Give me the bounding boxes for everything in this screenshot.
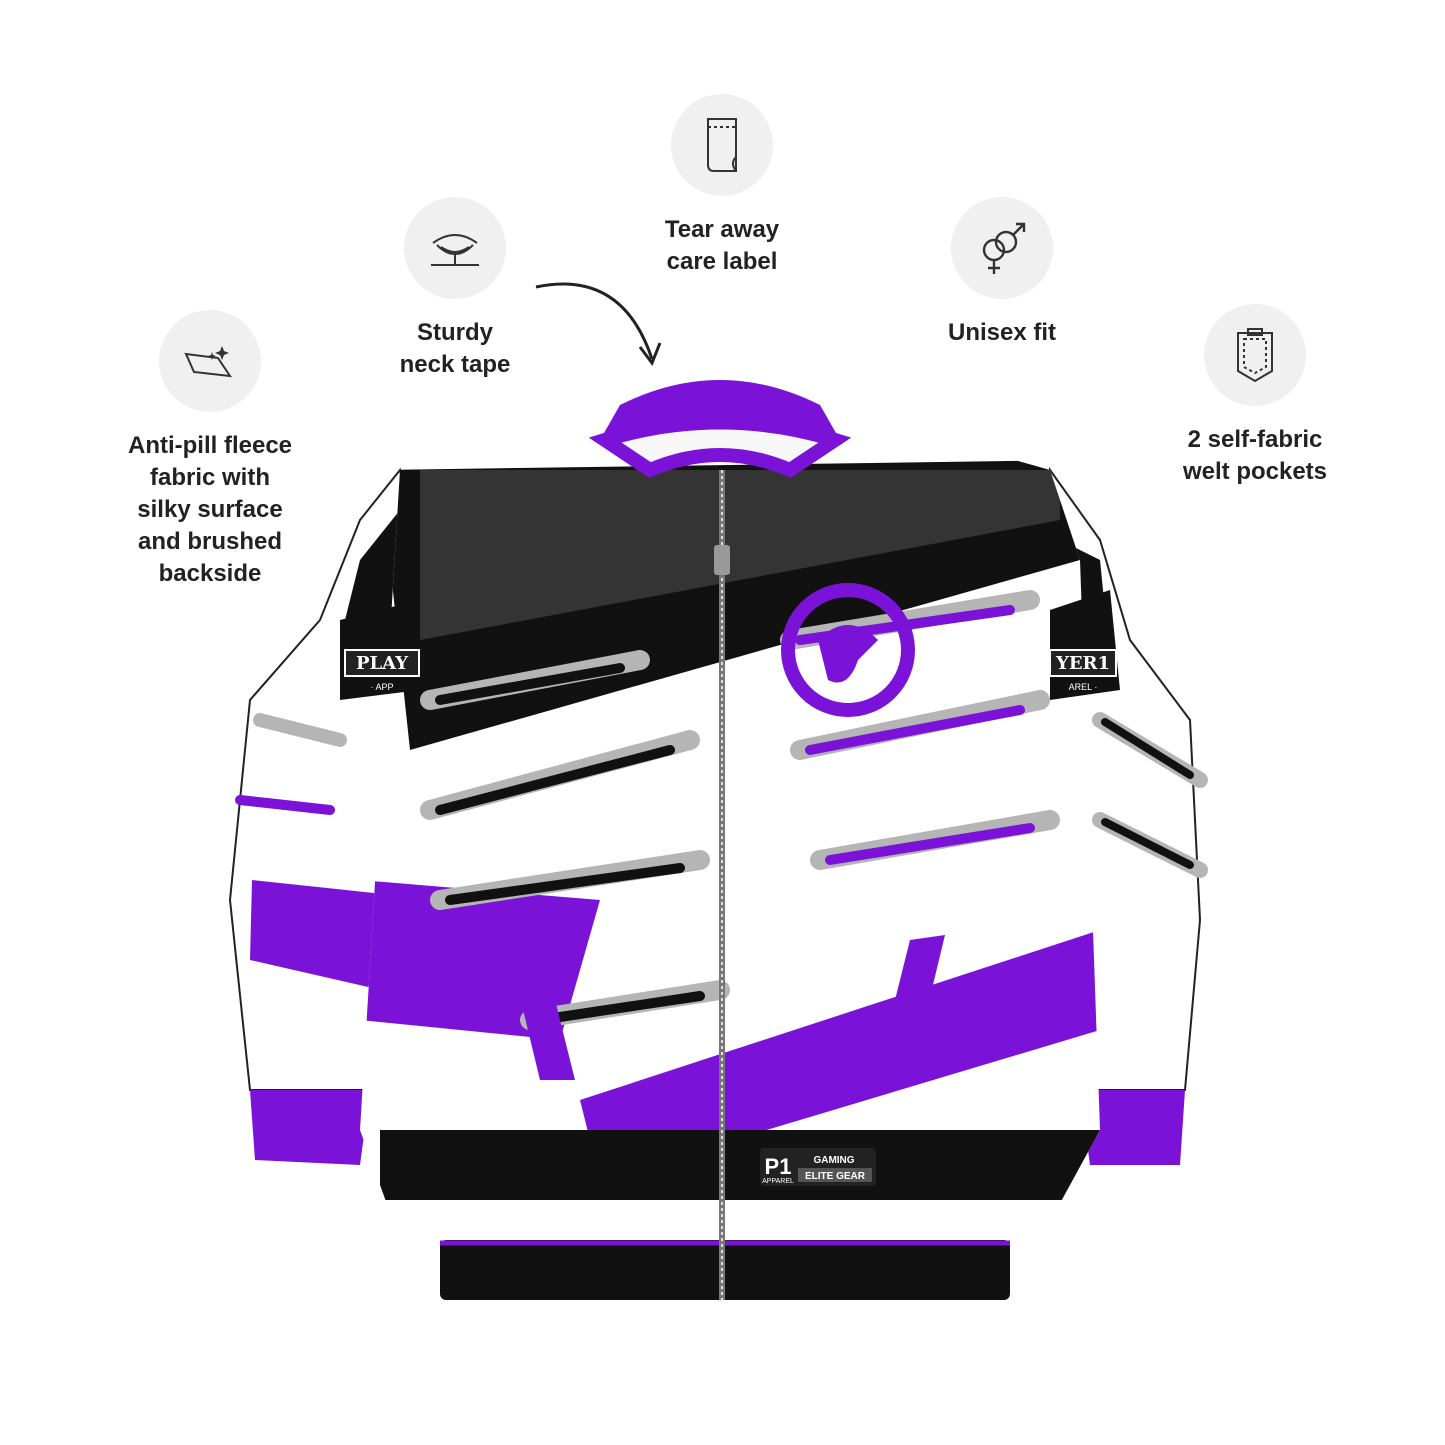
feature-label: Sturdy neck tape	[399, 319, 511, 378]
care-label-icon	[671, 94, 773, 196]
pocket-icon	[1204, 304, 1306, 406]
fabric-sparkle-icon	[159, 310, 261, 412]
svg-text:P1: P1	[765, 1154, 792, 1179]
chest-logo	[781, 583, 915, 717]
feature-label: Tear away care label	[664, 216, 780, 275]
svg-text:AREL ·: AREL ·	[1069, 682, 1098, 692]
feature-label: Unisex fit	[947, 319, 1057, 346]
feature-care-label: Tear away care label	[620, 94, 824, 278]
patch-text: YER1	[1055, 653, 1110, 674]
svg-text:ELITE GEAR: ELITE GEAR	[805, 1171, 866, 1182]
left-sleeve-patch: PLAY · APP	[340, 600, 420, 700]
svg-text:· APP: · APP	[370, 682, 393, 692]
gender-symbols-icon	[951, 197, 1053, 299]
feature-label: Anti-pill fleece fabric with silky surfa…	[127, 432, 293, 587]
neck-tape-icon	[404, 197, 506, 299]
brand-tag: P1 APPAREL GAMING ELITE GEAR	[760, 1148, 876, 1186]
svg-text:GAMING: GAMING	[813, 1155, 854, 1166]
feature-label: 2 self-fabric welt pockets	[1182, 426, 1328, 485]
left-pocket	[505, 935, 575, 1080]
claw-marks	[235, 590, 1208, 1030]
feature-unisex: Unisex fit	[900, 197, 1104, 349]
feature-pockets: 2 self-fabric welt pockets	[1155, 304, 1355, 488]
svg-text:APPAREL: APPAREL	[762, 1178, 794, 1185]
right-sleeve-patch: YER1 AREL ·	[1049, 590, 1120, 700]
patch-text: PLAY	[356, 653, 409, 674]
feature-neck-tape: Sturdy neck tape	[355, 197, 555, 381]
right-pocket	[875, 935, 945, 1080]
feature-anti-pill: Anti-pill fleece fabric with silky surfa…	[100, 310, 320, 590]
curved-arrow-icon	[535, 282, 662, 367]
